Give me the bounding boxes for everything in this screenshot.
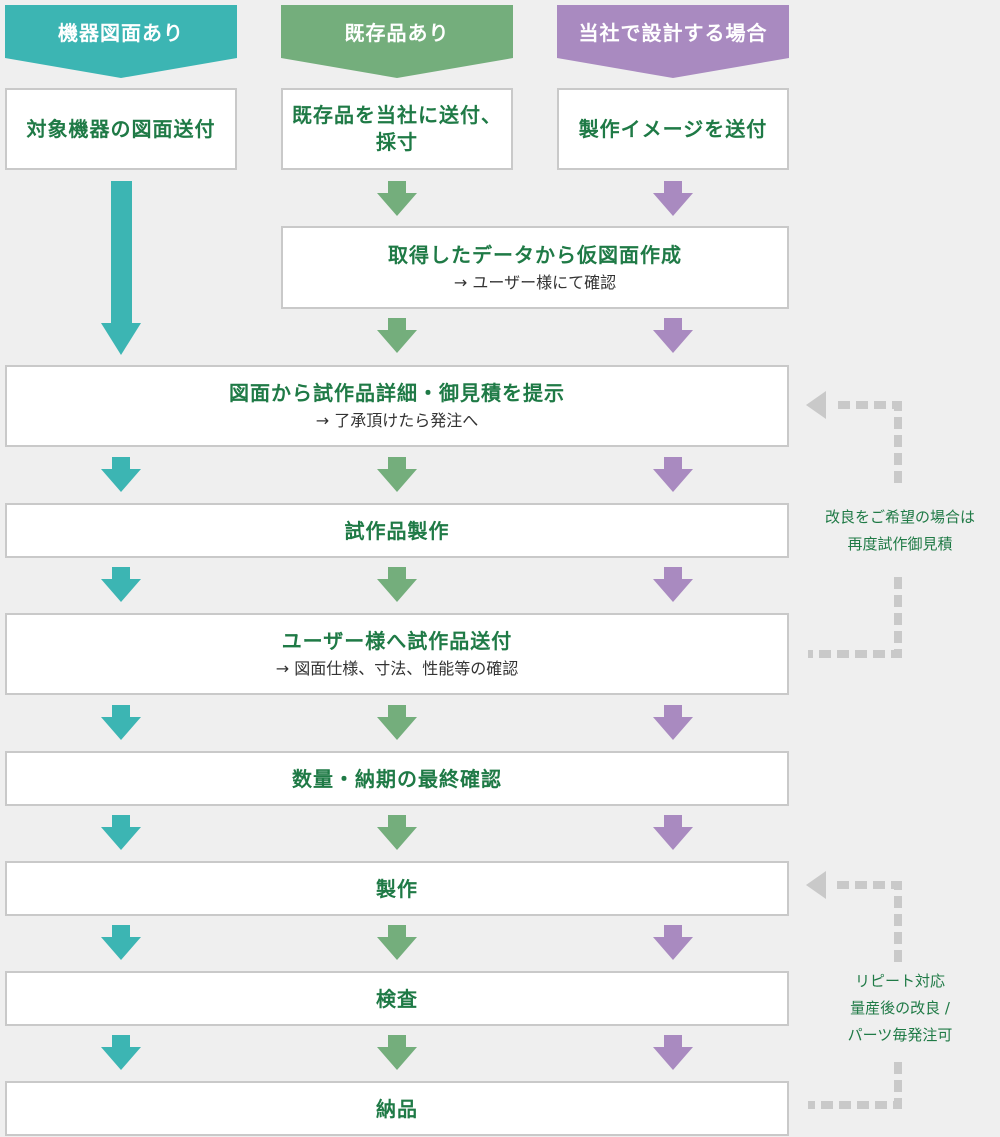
- down-arrow-green: [377, 181, 417, 216]
- header-banner-purple: [557, 5, 789, 78]
- down-arrow-purple: [653, 1035, 693, 1070]
- step-main-text: 検査: [376, 986, 418, 1011]
- repeat-note-line: パーツ毎発注可: [847, 1026, 953, 1044]
- step-temp-drawing: 取得したデータから仮図面作成 → ユーザー様にて確認: [281, 226, 789, 309]
- down-arrow-purple: [653, 181, 693, 216]
- step-delivery: 納品: [5, 1081, 789, 1136]
- header-label: 当社で設計する場合: [578, 21, 768, 45]
- repeat-note-title: リピート対応: [854, 972, 945, 990]
- header-own-design: 当社で設計する場合: [557, 5, 789, 65]
- down-arrow-green: [377, 567, 417, 602]
- down-arrow-green: [377, 457, 417, 492]
- step-main-text: 製作: [376, 876, 418, 901]
- down-arrow-teal: [101, 457, 141, 492]
- improvement-note-line: 改良をご希望の場合は: [824, 508, 975, 526]
- step-prototype-production: 試作品製作: [5, 503, 789, 558]
- start-box-send-drawing: 対象機器の図面送付: [5, 88, 237, 170]
- repeat-loop-arrowhead: [806, 871, 826, 899]
- step-sub-text: → 了承頂けたら発注へ: [315, 411, 479, 430]
- header-label: 既存品あり: [344, 21, 450, 45]
- start-box-send-existing: 既存品を当社に送付、 採寸: [281, 88, 513, 170]
- step-main-text: 納品: [376, 1096, 418, 1121]
- improvement-loop-note: 改良をご希望の場合は 再度試作御見積: [800, 504, 1000, 558]
- start-box-text: 製作イメージを送付: [578, 117, 768, 141]
- step-main-text: 取得したデータから仮図面作成: [388, 242, 682, 267]
- long-down-arrow-teal: [101, 181, 141, 355]
- step-final-confirmation: 数量・納期の最終確認: [5, 751, 789, 806]
- step-main-text: 試作品製作: [344, 518, 450, 543]
- step-quotation: 図面から試作品詳細・御見積を提示 → 了承頂けたら発注へ: [5, 365, 789, 447]
- small-down-arrows: [101, 181, 693, 1070]
- improvement-loop-line: [808, 401, 902, 658]
- improvement-note-line: 再度試作御見積: [847, 535, 953, 553]
- step-inspection: 検査: [5, 971, 789, 1026]
- down-arrow-teal: [101, 1035, 141, 1070]
- start-box-text: 既存品を当社に送付、 採寸: [292, 103, 502, 154]
- step-main-text: ユーザー様へ試作品送付: [281, 629, 513, 653]
- down-arrow-green: [377, 705, 417, 740]
- step-main-text: 数量・納期の最終確認: [292, 766, 502, 791]
- down-arrow-purple: [653, 457, 693, 492]
- step-sub-text: → 図面仕様、寸法、性能等の確認: [275, 659, 519, 678]
- repeat-loop-note: リピート対応 量産後の改良 / パーツ毎発注可: [800, 968, 1000, 1049]
- down-arrow-green: [377, 1035, 417, 1070]
- step-main-text: 図面から試作品詳細・御見積を提示: [229, 381, 565, 405]
- header-banner-teal: [5, 5, 237, 78]
- start-box-send-image: 製作イメージを送付: [557, 88, 789, 170]
- header-label: 機器図面あり: [58, 21, 184, 45]
- down-arrow-purple: [653, 318, 693, 353]
- improvement-loop-arrowhead: [806, 391, 826, 419]
- step-production: 製作: [5, 861, 789, 916]
- down-arrow-purple: [653, 925, 693, 960]
- repeat-note-line: 量産後の改良 /: [850, 999, 950, 1017]
- down-arrow-purple: [653, 567, 693, 602]
- down-arrow-teal: [101, 567, 141, 602]
- step-sub-text: → ユーザー様にて確認: [453, 272, 617, 292]
- header-existing-product: 既存品あり: [281, 5, 513, 65]
- down-arrow-purple: [653, 815, 693, 850]
- down-arrow-teal: [101, 705, 141, 740]
- down-arrow-green: [377, 925, 417, 960]
- down-arrow-teal: [101, 925, 141, 960]
- repeat-loop-line: [808, 881, 902, 1109]
- down-arrow-green: [377, 815, 417, 850]
- header-banner-green: [281, 5, 513, 78]
- down-arrow-green: [377, 318, 417, 353]
- down-arrow-teal: [101, 815, 141, 850]
- start-box-text: 対象機器の図面送付: [26, 117, 216, 141]
- header-machine-drawing: 機器図面あり: [5, 5, 237, 65]
- down-arrow-purple: [653, 705, 693, 740]
- step-send-prototype: ユーザー様へ試作品送付 → 図面仕様、寸法、性能等の確認: [5, 613, 789, 695]
